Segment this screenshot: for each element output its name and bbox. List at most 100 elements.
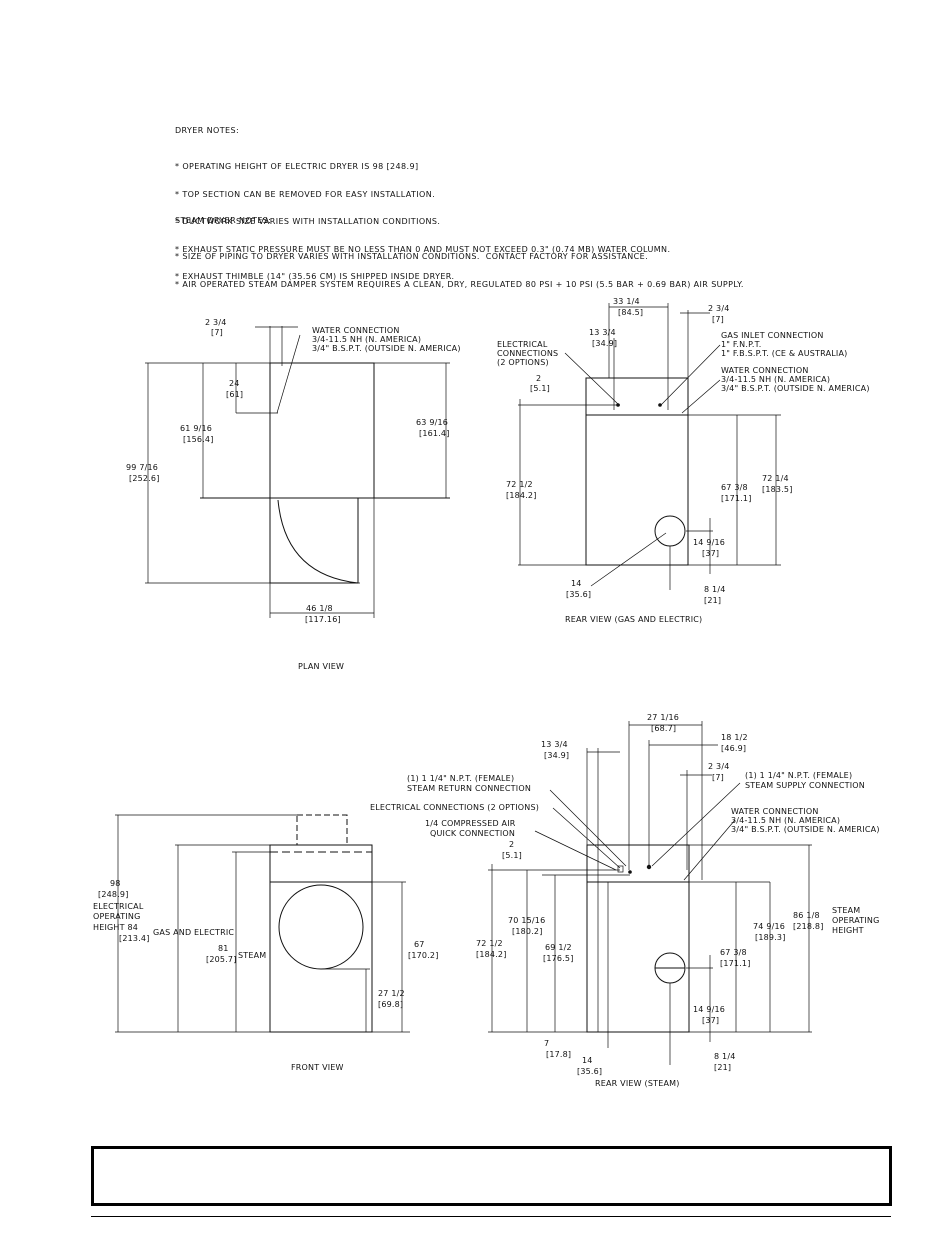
rg-dim-14-cm: [35.6] (566, 590, 591, 599)
rg-electrical-2: CONNECTIONS (497, 349, 558, 358)
plan-view-caption: PLAN VIEW (298, 662, 344, 671)
rs-dim-69: 69 1/2 (545, 943, 572, 952)
electrical-leader (564, 352, 620, 406)
exhaust-leader (590, 532, 667, 587)
steam-note-item: * SIZE OF PIPING TO DRYER VARIES WITH IN… (175, 252, 649, 262)
rs-water-connection: WATER CONNECTION (731, 807, 819, 816)
rs-dim-70: 70 15/16 (508, 916, 545, 925)
fv-dim-98-cm: [248.9] (98, 890, 129, 899)
front-top-section (296, 814, 348, 846)
fv-dim-67-cm: [170.2] (408, 951, 439, 960)
fv-dim-27: 27 1/2 (378, 989, 405, 998)
rg-gas-inlet: GAS INLET CONNECTION (721, 331, 824, 340)
rg-dim-2-3-4: 2 3/4 (708, 304, 730, 313)
rg-gas-fnpt: 1" F.N.P.T. (721, 340, 762, 349)
door-swing-arc (277, 499, 359, 584)
rear-view-steam-caption: REAR VIEW (STEAM) (595, 1079, 680, 1088)
rs-dim-14: 14 (582, 1056, 593, 1065)
rs-dim-74-cm: [189.3] (755, 933, 786, 942)
rear-view-gas-caption: REAR VIEW (GAS AND ELECTRIC) (565, 615, 702, 624)
rs-dim-14-9: 14 9/16 (693, 1005, 725, 1014)
rs-dim-2: 2 (509, 840, 514, 849)
rs-dim-14-9-cm: [37] (702, 1016, 719, 1025)
plan-dim-63-cm: [161.4] (419, 429, 450, 438)
plan-dim-99: 99 7/16 (126, 463, 158, 472)
plan-water-bsp: 3/4" B.S.P.T. (OUTSIDE N. AMERICA) (312, 344, 461, 353)
rs-dim-27-1-16-cm: [68.7] (651, 724, 676, 733)
dryer-notes-heading: DRYER NOTES: (175, 126, 240, 136)
rs-dim-86: 86 1/8 (793, 911, 820, 920)
rs-steam-return-2: STEAM RETURN CONNECTION (407, 784, 531, 793)
fv-dim-81: 81 (218, 944, 229, 953)
rs-dim-2-3-4: 2 3/4 (708, 762, 730, 771)
steam-notes-heading: STEAM DRYER NOTES: (175, 216, 272, 226)
rg-dim-13-cm: [34.9] (592, 339, 617, 348)
plan-view: 2 3/4 [7] WATER CONNECTION 3/4-11.5 NH (… (126, 318, 461, 671)
front-cabinet (269, 844, 373, 1033)
front-view-caption: FRONT VIEW (291, 1063, 344, 1072)
rs-dim-2-cm: [5.1] (502, 851, 522, 860)
rs-dim-7-cm: [17.8] (546, 1050, 571, 1059)
rg-dim-14: 14 (571, 579, 582, 588)
plan-water-connection-label: WATER CONNECTION (312, 326, 400, 335)
plan-dim-99-cm: [252.6] (129, 474, 160, 483)
plan-dim-24: 24 (229, 379, 240, 388)
fv-gas-and-electric: GAS AND ELECTRIC (153, 928, 234, 937)
fv-height-84: HEIGHT 84 (93, 923, 138, 932)
fv-electrical-op-2: OPERATING (93, 912, 141, 921)
rs-water-bsp: 3/4" B.S.P.T. (OUTSIDE N. AMERICA) (731, 825, 880, 834)
dryer-note-item: * EXHAUST THIMBLE (14" (35.56 cm) IS SHI… (175, 272, 455, 282)
rs-dim-13-cm: [34.9] (544, 751, 569, 760)
gas-inlet-leader (660, 344, 721, 406)
water-leader (681, 379, 721, 414)
rs-dim-70-cm: [180.2] (512, 927, 543, 936)
rs-dim-67-cm: [171.1] (720, 959, 751, 968)
steam-return-leader (549, 789, 627, 867)
steam-supply-leader (651, 782, 741, 867)
rg-dim-8: 8 1/4 (704, 585, 726, 594)
rs-steam-return-1: (1) 1 1/4" N.P.T. (FEMALE) (407, 774, 514, 783)
rs-dim-69-cm: [176.5] (543, 954, 574, 963)
electrical-connections-leader (552, 807, 621, 869)
rs-dim-72-cm: [184.2] (476, 950, 507, 959)
rg-gas-fbspt: 1" F.B.S.P.T. (CE & AUSTRALIA) (721, 349, 847, 358)
rg-water-nh: 3/4-11.5 NH (N. AMERICA) (721, 375, 830, 384)
plan-dim-24-cm: [61] (226, 390, 243, 399)
rs-dim-74: 74 9/16 (753, 922, 785, 931)
rs-steam-supply-2: STEAM SUPPLY CONNECTION (745, 781, 865, 790)
fv-steam: STEAM (238, 951, 266, 960)
steam-rear-cabinet (586, 881, 690, 1033)
footer-rule (91, 1216, 891, 1217)
plan-dim-63: 63 9/16 (416, 418, 448, 427)
fv-dim-27-cm: [69.8] (378, 1000, 403, 1009)
rs-electrical: ELECTRICAL CONNECTIONS (2 OPTIONS) (370, 803, 539, 812)
rs-dim-18: 18 1/2 (721, 733, 748, 742)
fv-dim-81-cm: [205.7] (206, 955, 237, 964)
rg-dim-14-9-cm: [37] (702, 549, 719, 558)
rs-steam-op-2: OPERATING (832, 916, 880, 925)
rg-dim-72-half: 72 1/2 (506, 480, 533, 489)
rs-dim-67: 67 3/8 (720, 948, 747, 957)
rs-steam-supply-1: (1) 1 1/4" N.P.T. (FEMALE) (745, 771, 852, 780)
rg-dim-8-cm: [21] (704, 596, 721, 605)
rs-dim-14-cm: [35.6] (577, 1067, 602, 1076)
plan-dim-61: 61 9/16 (180, 424, 212, 433)
water-connection-leader (276, 334, 301, 414)
rs-dim-86-cm: [218.8] (793, 922, 824, 931)
dryer-note-item: * TOP SECTION CAN BE REMOVED FOR EASY IN… (175, 189, 436, 199)
rg-dim-2-3-4-cm: [7] (712, 315, 724, 324)
rs-air-1: 1/4 COMPRESSED AIR (425, 819, 516, 828)
rs-dim-18-cm: [46.9] (721, 744, 746, 753)
rg-electrical-3: (2 OPTIONS) (497, 358, 549, 367)
empty-notice-box (91, 1146, 892, 1206)
rear-cabinet (585, 414, 689, 566)
compressed-air-leader (534, 830, 617, 871)
rs-dim-27-1-16: 27 1/16 (647, 713, 679, 722)
rs-dim-7: 7 (544, 1039, 549, 1048)
front-view: 98 [248.9] ELECTRICAL OPERATING HEIGHT 8… (93, 814, 439, 1072)
plan-dim-46: 46 1/8 (306, 604, 333, 613)
dryer-note-item: * OPERATING HEIGHT OF ELECTRIC DRYER IS … (175, 162, 419, 172)
plan-dim-2-3-4-cm: [7] (211, 328, 223, 337)
rs-dim-13: 13 3/4 (541, 740, 568, 749)
rg-dim-67-cm: [171.1] (721, 494, 752, 503)
